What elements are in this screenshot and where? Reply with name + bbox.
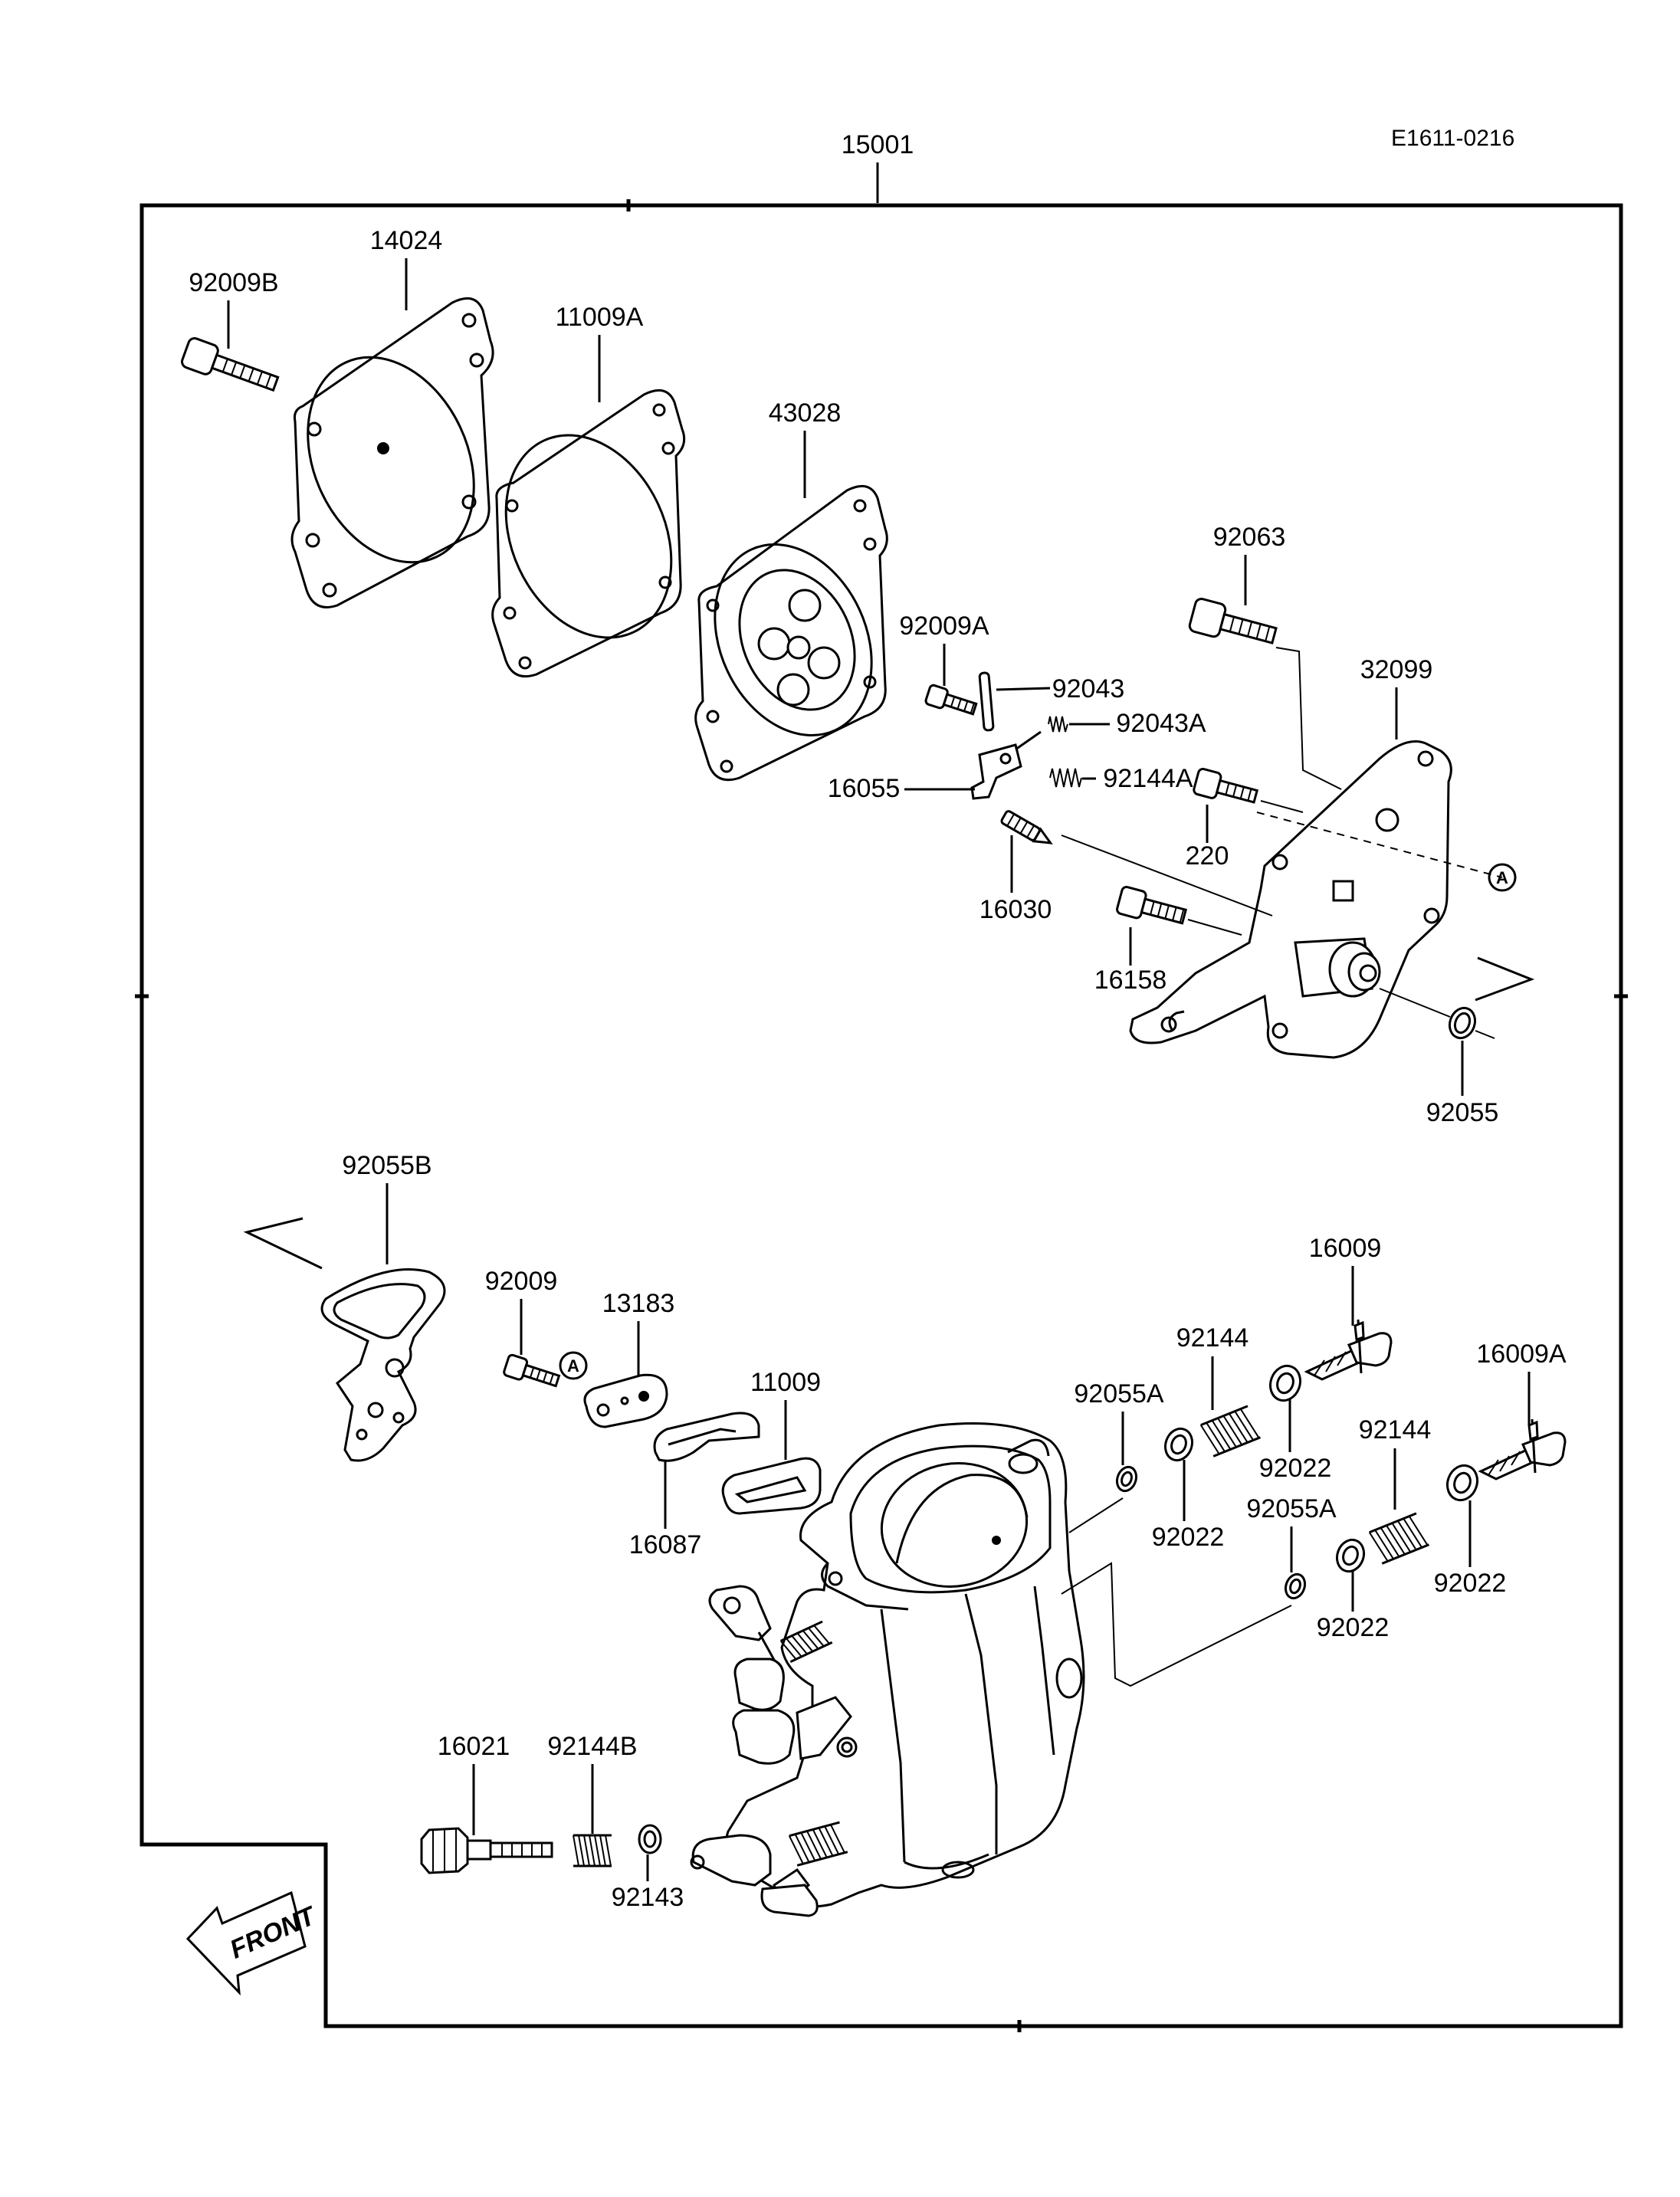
guide-dashed xyxy=(1256,812,1503,878)
reference-code: E1611-0216 xyxy=(1391,126,1514,151)
part-92022-3 xyxy=(1335,1538,1366,1573)
part-32099 xyxy=(1129,740,1452,1059)
part-92043 xyxy=(978,671,995,732)
label-43028: 43028 xyxy=(769,398,842,428)
part-11009 xyxy=(721,1457,822,1515)
label-16055: 16055 xyxy=(828,774,901,803)
part-220 xyxy=(1193,767,1304,813)
guide-92055A-1 xyxy=(1068,1497,1124,1533)
part-16087 xyxy=(653,1412,760,1462)
part-11009A xyxy=(491,389,686,678)
part-92009 xyxy=(503,1353,561,1388)
assembly-frame xyxy=(139,203,1623,2028)
label-16009: 16009 xyxy=(1309,1234,1382,1263)
leader-92043 xyxy=(996,687,1051,691)
label-11009A: 11009A xyxy=(556,303,644,332)
label-92055A-2: 92055A xyxy=(1246,1494,1337,1523)
front-arrow: FRONT xyxy=(185,1890,322,1996)
label-92143: 92143 xyxy=(612,1883,684,1912)
label-16087: 16087 xyxy=(629,1530,702,1559)
part-43028 xyxy=(694,484,888,782)
svg-text:A: A xyxy=(1496,868,1508,887)
part-16055 xyxy=(970,730,1042,800)
part-92009B xyxy=(181,336,280,392)
callout-A-bottom: A xyxy=(559,1351,588,1380)
label-92009A: 92009A xyxy=(899,612,989,641)
part-92022-2 xyxy=(1268,1364,1302,1402)
part-92144-2 xyxy=(1368,1512,1429,1565)
label-92144B: 92144B xyxy=(547,1732,637,1761)
label-15001: 15001 xyxy=(842,130,914,159)
part-92144A xyxy=(1049,768,1082,788)
part-92009A xyxy=(924,684,978,716)
label-16021: 16021 xyxy=(438,1732,510,1761)
label-32099: 32099 xyxy=(1360,655,1433,684)
part-92063 xyxy=(1188,597,1278,644)
part-92055B xyxy=(320,1268,446,1462)
label-92144-2: 92144 xyxy=(1359,1415,1432,1444)
label-16158: 16158 xyxy=(1094,966,1167,995)
label-92043A: 92043A xyxy=(1116,709,1206,738)
guide-92063 xyxy=(1275,647,1342,790)
label-14024: 14024 xyxy=(370,226,443,255)
part-92043A xyxy=(1048,716,1068,733)
label-92055: 92055 xyxy=(1426,1098,1499,1127)
label-92055B: 92055B xyxy=(342,1151,431,1180)
label-92144A: 92144A xyxy=(1103,764,1193,793)
guide-bracket xyxy=(1061,1562,1292,1687)
label-16030: 16030 xyxy=(979,895,1052,924)
label-16009A: 16009A xyxy=(1476,1340,1567,1369)
part-92144B xyxy=(573,1834,612,1867)
part-16030 xyxy=(1000,810,1053,844)
part-92143 xyxy=(638,1824,662,1854)
part-92055A-1 xyxy=(1115,1465,1138,1493)
callout-A-top: A xyxy=(1488,863,1517,892)
part-13183 xyxy=(583,1373,668,1428)
label-92009B: 92009B xyxy=(189,268,278,297)
label-92043: 92043 xyxy=(1052,674,1125,703)
angle-marker-right xyxy=(1475,956,1535,1002)
label-11009: 11009 xyxy=(750,1368,821,1397)
label-92022-2: 92022 xyxy=(1259,1454,1332,1483)
label-92022-1: 92022 xyxy=(1152,1523,1225,1552)
part-16009A xyxy=(1478,1418,1567,1481)
label-92022-3: 92022 xyxy=(1317,1613,1390,1642)
part-16158 xyxy=(1116,885,1242,936)
label-220: 220 xyxy=(1186,841,1229,871)
label-92144-1: 92144 xyxy=(1176,1323,1249,1353)
svg-text:A: A xyxy=(567,1356,579,1376)
angle-marker-left xyxy=(243,1217,323,1270)
guide-16030 xyxy=(1061,835,1273,917)
part-14024 xyxy=(290,297,494,608)
part-16021 xyxy=(420,1827,553,1874)
label-92063: 92063 xyxy=(1213,523,1286,552)
part-92022-1 xyxy=(1163,1427,1194,1462)
label-13183: 13183 xyxy=(602,1289,675,1318)
label-92022-4: 92022 xyxy=(1434,1569,1507,1598)
label-92009: 92009 xyxy=(485,1267,558,1296)
part-92022-4 xyxy=(1445,1464,1479,1502)
part-92055A-2 xyxy=(1284,1572,1307,1600)
label-92055A-1: 92055A xyxy=(1074,1379,1164,1408)
part-92144-1 xyxy=(1199,1405,1261,1458)
part-16009 xyxy=(1304,1319,1393,1381)
part-92055 xyxy=(1379,988,1495,1040)
part-carburetor-body xyxy=(690,1422,1085,1917)
